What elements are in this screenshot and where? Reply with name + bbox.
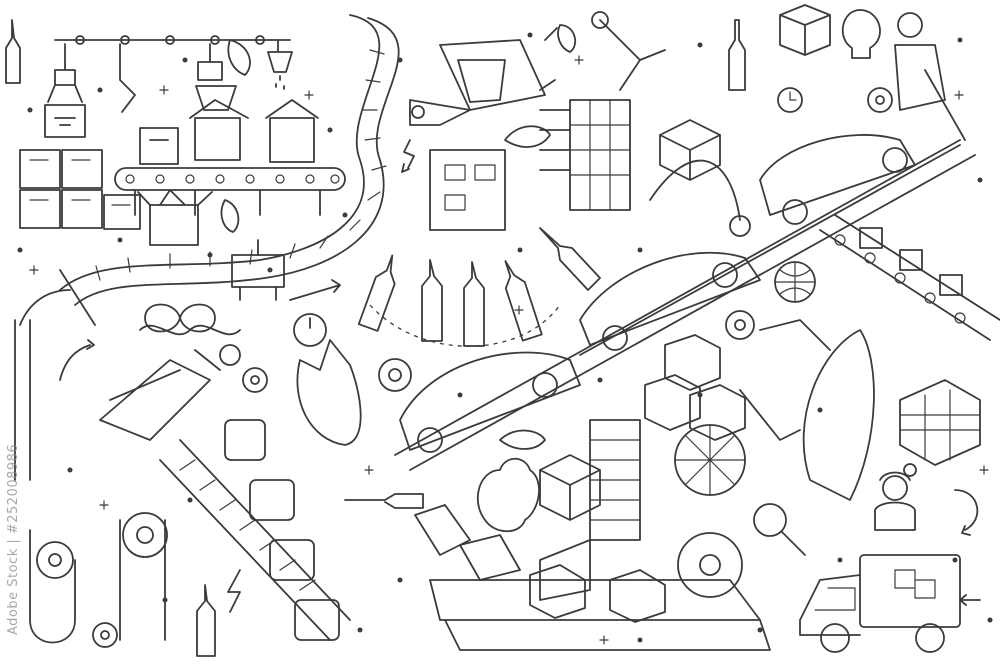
open-box-icon (138, 190, 212, 245)
robotic-claw-row (160, 420, 350, 640)
car-icon (400, 135, 915, 452)
turbine-fan-icon (675, 425, 745, 597)
packing-conveyor (415, 505, 770, 650)
worker-with-wrench (895, 13, 965, 140)
gear-icon (37, 88, 892, 647)
cube-icon (540, 5, 830, 520)
lightning-icon (228, 570, 240, 612)
diagonal-assembly-line (395, 140, 975, 470)
winding-conveyor (60, 15, 399, 305)
arrow-icon (290, 280, 340, 300)
magnifier-icon (754, 504, 805, 555)
decorative-dots (17, 32, 993, 643)
bottle-icon (6, 20, 745, 656)
worker-icon (875, 473, 915, 531)
robot-grabber-icon (48, 40, 292, 112)
sorting-arm (15, 270, 95, 480)
chain-drive (30, 520, 165, 643)
dotted-arc (370, 305, 560, 346)
globe-icon (775, 262, 815, 302)
stock-watermark: Adobe Stock | #252008986 (6, 443, 21, 635)
lightbulb-icon (843, 10, 880, 58)
conveyor-belt (115, 168, 345, 215)
decorative-plus-marks (30, 56, 988, 644)
crane-scale-icon (410, 28, 557, 125)
overhead-rail (55, 36, 290, 44)
refresh-arrows-icon (955, 490, 980, 605)
factory-robot-arm (592, 12, 750, 236)
scanner-device (232, 240, 284, 300)
gloved-hand-icon (294, 314, 361, 445)
zigzag-arrow-icon (402, 140, 414, 172)
robot-arm-icon (100, 345, 240, 440)
clock-icon (778, 88, 802, 112)
smoke-cloud (478, 459, 539, 532)
factory-building (430, 100, 630, 230)
box-stack (20, 150, 140, 229)
delivery-truck-icon (800, 555, 960, 652)
roller-conveyor (820, 215, 1000, 340)
box-icon (45, 100, 318, 164)
car-frame-on-rack (740, 320, 874, 500)
leaf-icon (222, 25, 576, 449)
cart-with-boxes (900, 380, 980, 476)
infinity-icon (145, 305, 215, 332)
industrial-machine (540, 420, 640, 600)
conveyor-arrows (60, 326, 240, 380)
box-stack-isometric (645, 335, 745, 440)
